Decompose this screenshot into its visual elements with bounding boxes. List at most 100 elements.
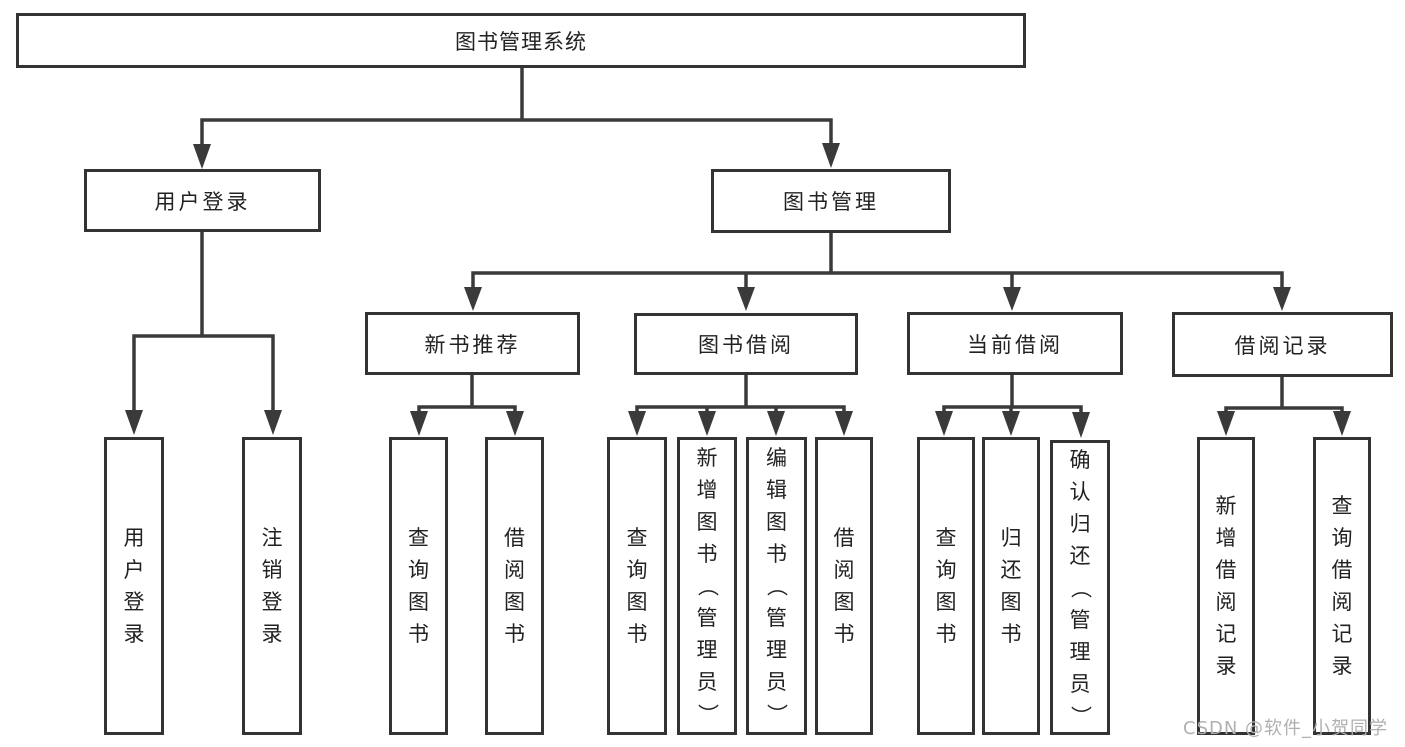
vertical-char: 销 <box>261 558 283 582</box>
vertical-char: 员 <box>696 670 718 694</box>
vertical-char: 书 <box>408 622 429 646</box>
vertical-char: 询 <box>408 558 429 582</box>
leaf-bb-edit-books-admin-label: 编辑图书（管理员） <box>765 442 789 730</box>
leaf-cb-return-books-label: 归还图书 <box>1001 522 1022 650</box>
leaf-bb-borrow-books: 借阅图书 <box>815 437 873 735</box>
leaf-nb-borrow-books-label: 借阅图书 <box>504 522 525 650</box>
arrowhead <box>822 143 840 168</box>
leaf-cb-query-books: 查询图书 <box>917 437 975 735</box>
leaf-bb-add-books-admin-label: 新增图书 （ 管理员 ） <box>695 442 719 730</box>
vertical-char: 员 <box>766 670 787 694</box>
node-root-label: 图书管理系统 <box>455 29 587 54</box>
leaf-bb-borrow-books-label: 借阅图书 <box>834 522 855 650</box>
vertical-char: 书 <box>1000 622 1022 646</box>
vertical-char: 新 <box>696 446 718 470</box>
node-book-management-label: 图书管理 <box>783 190 879 214</box>
vertical-char: 录 <box>261 622 283 646</box>
vertical-char: 管 <box>766 606 787 630</box>
arrowhead <box>698 411 716 436</box>
node-borrow-records-label: 借阅记录 <box>1234 333 1331 358</box>
connector-root-to-level2 <box>200 68 833 147</box>
node-borrow-records: 借阅记录 <box>1172 312 1393 377</box>
arrowhead <box>125 410 143 435</box>
node-current-borrow-label: 当前借阅 <box>967 332 1063 357</box>
vertical-char: 登 <box>123 590 145 614</box>
vertical-char: 书 <box>935 622 957 646</box>
arrowhead <box>767 411 785 436</box>
vertical-char: 询 <box>935 558 957 582</box>
vertical-char: 认 <box>1069 479 1091 504</box>
vertical-char: 管 <box>696 606 718 630</box>
vertical-char: 辑 <box>766 478 787 502</box>
arrowhead <box>835 411 853 436</box>
leaf-logout: 注销登录 <box>242 437 302 735</box>
arrowhead <box>410 411 428 436</box>
vertical-char: 借 <box>504 526 525 550</box>
vertical-char: 书 <box>766 542 787 566</box>
vertical-char: 登 <box>261 590 283 614</box>
vertical-char: ） <box>695 703 719 725</box>
vertical-char: 查 <box>935 526 957 550</box>
connector-book-borrow-to-children <box>635 374 846 414</box>
leaf-user-login-label: 用户登录 <box>124 522 145 650</box>
vertical-char: 书 <box>504 622 525 646</box>
leaf-nb-query-books: 查询图书 <box>389 437 448 735</box>
leaf-nb-borrow-books: 借阅图书 <box>485 437 544 735</box>
node-book-borrow-label: 图书借阅 <box>698 333 794 357</box>
vertical-char: 查 <box>408 526 429 550</box>
vertical-char: 员 <box>1069 671 1091 696</box>
vertical-char: 借 <box>833 526 855 550</box>
leaf-bb-query-books: 查询图书 <box>607 437 667 735</box>
vertical-char: 书 <box>696 542 718 566</box>
arrowhead <box>193 144 211 169</box>
vertical-char: 管 <box>1069 607 1091 632</box>
vertical-char: 图 <box>833 590 855 614</box>
vertical-char: 询 <box>626 558 648 582</box>
node-user-login: 用户登录 <box>84 169 321 232</box>
vertical-char: 理 <box>696 638 718 662</box>
leaf-br-query-record: 查询借阅记录 <box>1313 437 1371 735</box>
vertical-char: 户 <box>123 558 145 582</box>
connector-borrow-records-to-children <box>1224 376 1344 414</box>
vertical-char: 书 <box>626 622 648 646</box>
vertical-char: ） <box>764 703 789 725</box>
vertical-char: 注 <box>261 526 283 550</box>
node-book-borrow: 图书借阅 <box>634 313 858 375</box>
arrowheads <box>125 143 1351 438</box>
arrowhead <box>737 287 755 311</box>
vertical-char: 阅 <box>1331 590 1353 614</box>
arrowhead <box>628 411 646 436</box>
arrowhead <box>935 411 953 436</box>
vertical-char: 录 <box>1331 654 1353 678</box>
leaf-br-add-record: 新增借阅记录 <box>1197 437 1255 735</box>
leaf-br-query-record-label: 查询借阅记录 <box>1332 490 1353 682</box>
vertical-char: 增 <box>696 478 718 502</box>
vertical-char: （ <box>695 575 719 597</box>
leaf-logout-label: 注销登录 <box>262 522 283 650</box>
node-root: 图书管理系统 <box>16 13 1026 68</box>
arrowhead <box>1217 411 1235 436</box>
vertical-char: 图 <box>408 590 429 614</box>
arrowhead <box>1072 412 1090 438</box>
vertical-char: 还 <box>1000 558 1022 582</box>
vertical-char: （ <box>764 575 789 597</box>
vertical-char: 图 <box>935 590 957 614</box>
vertical-char: 图 <box>626 590 648 614</box>
vertical-char: 借 <box>1331 558 1353 582</box>
csdn-watermark: CSDN @软件_小贺同学 <box>1183 718 1389 739</box>
vertical-char: 归 <box>1000 526 1022 550</box>
arrowhead <box>264 410 282 435</box>
vertical-char: 图 <box>696 510 718 534</box>
connector-user-login-to-children <box>132 231 275 413</box>
leaf-bb-edit-books-admin: 编辑图书（管理员） <box>746 437 807 735</box>
vertical-char: 阅 <box>504 558 525 582</box>
arrowhead <box>506 411 524 436</box>
vertical-char: 记 <box>1215 622 1237 646</box>
node-book-management: 图书管理 <box>711 169 951 233</box>
vertical-char: 编 <box>766 446 787 470</box>
leaf-cb-query-books-label: 查询图书 <box>936 522 957 650</box>
node-new-book-recommend: 新书推荐 <box>365 312 580 375</box>
arrowhead <box>1002 411 1020 436</box>
vertical-char: 用 <box>123 526 145 550</box>
